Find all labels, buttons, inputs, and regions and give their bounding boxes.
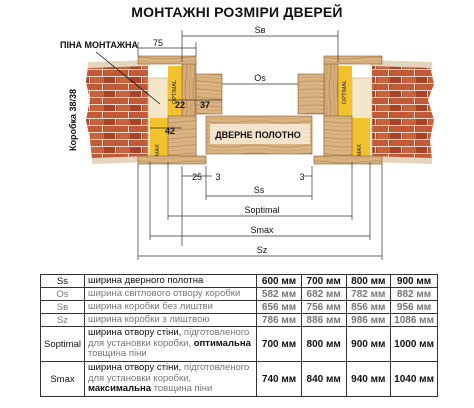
table-row: Ss ширина дверного полотна 600 мм 700 мм… xyxy=(40,274,438,288)
row-value: 786 мм xyxy=(256,313,302,327)
row-description: ширина коробки без лиштви xyxy=(83,300,258,314)
dimension-lines xyxy=(137,30,383,260)
dim-75: 75 xyxy=(153,38,163,48)
row-symbol: Os xyxy=(40,287,85,301)
left-max-zone xyxy=(150,118,168,162)
desc-emphasis: максимальна xyxy=(87,383,151,395)
table-row: Soptimal ширина отвору стіни, підготовле… xyxy=(40,326,438,362)
table-row: Sв ширина коробки без лиштви 656 мм 756 … xyxy=(40,300,438,314)
dim-os: Os xyxy=(254,73,266,83)
door-section-diagram: OPTIMAL MAX OPTIMAL MAX ДВЕРНЕ ПОЛОТНО К… xyxy=(60,25,434,260)
dim-42: 42 xyxy=(165,126,175,136)
desc-line-1: ширина отвору стіни, xyxy=(87,327,182,339)
dim-sv: Sв xyxy=(255,25,266,35)
left-optimal-zone xyxy=(168,66,182,116)
row-symbol: Ss xyxy=(40,274,85,288)
dim-22: 22 xyxy=(175,100,185,110)
page-title: МОНТАЖНІ РОЗМІРИ ДВЕРЕЙ xyxy=(131,4,343,20)
row-value: 1000 мм xyxy=(390,326,438,362)
foam-leader-line xyxy=(95,51,161,105)
row-description: ширина отвору стіни, підготовленого для … xyxy=(83,361,258,397)
row-value: 900 мм xyxy=(345,326,392,362)
box-label: Коробка 38/38 xyxy=(68,89,78,151)
table-row: Smax ширина отвору стіни, підготовленого… xyxy=(40,361,438,397)
dim-sz: Sz xyxy=(257,245,268,255)
row-value: 900 мм xyxy=(390,274,438,288)
desc-line-2: підготовленого для установки коробки, xyxy=(87,327,250,349)
dim-soptimal: Soptimal xyxy=(244,205,279,215)
row-value: 782 мм xyxy=(345,287,392,301)
row-value: 582 мм xyxy=(256,287,302,301)
dim-25: 25 xyxy=(192,172,202,182)
row-value: 756 мм xyxy=(300,300,347,314)
row-value: 940 мм xyxy=(345,361,392,397)
dim-37: 37 xyxy=(200,100,210,110)
row-value: 886 мм xyxy=(300,313,347,327)
row-value: 700 мм xyxy=(256,326,302,362)
dim-3-left: 3 xyxy=(215,172,220,182)
desc-line-1: ширина отвору стіни, xyxy=(87,362,182,374)
door-leaf xyxy=(205,115,313,155)
desc-line-4: товщина піни xyxy=(87,348,147,360)
row-value: 700 мм xyxy=(300,274,347,288)
dimension-labels: Sв 75 Os 22 37 42 25 3 3 Ss Soptimal Sma… xyxy=(153,25,305,255)
right-optimal-zone xyxy=(338,66,352,116)
row-value: 856 мм xyxy=(345,300,392,314)
row-value: 682 мм xyxy=(300,287,347,301)
row-symbol: Smax xyxy=(40,361,85,397)
row-value: 1040 мм xyxy=(390,361,438,397)
row-value: 1086 мм xyxy=(390,313,438,327)
row-value: 740 мм xyxy=(256,361,302,397)
table-row: Sz ширина коробки з лиштвою 786 мм 886 м… xyxy=(40,313,438,327)
right-max-zone xyxy=(352,118,370,162)
desc-line-2: підготовленого для установки коробки, xyxy=(87,362,250,384)
row-value: 840 мм xyxy=(300,361,347,397)
right-door-box xyxy=(297,55,383,165)
right-wall xyxy=(370,60,434,164)
left-max-tag: MAX xyxy=(155,144,161,156)
row-description: ширина дверного полотна xyxy=(83,274,258,288)
desc-line-4: товщина піни xyxy=(153,383,213,395)
row-value: 882 мм xyxy=(390,287,438,301)
right-max-tag: MAX xyxy=(357,144,363,156)
row-value: 986 мм xyxy=(345,313,392,327)
dim-smax: Smax xyxy=(250,225,274,235)
row-value: 656 мм xyxy=(256,300,302,314)
row-description: ширина коробки з лиштвою xyxy=(83,313,258,327)
right-optimal-tag: OPTIMAL xyxy=(342,80,348,104)
left-optimal-tag: OPTIMAL xyxy=(172,80,178,104)
table-row: Os ширина світлового отвору коробки 582 … xyxy=(40,287,438,301)
foam-label: ПІНА МОНТАЖНА xyxy=(60,40,139,50)
desc-emphasis: оптимальна xyxy=(193,337,251,349)
dim-3-right: 3 xyxy=(299,172,304,182)
row-description: ширина отвору стіни, підготовленого для … xyxy=(83,326,258,362)
sizes-table: Ss ширина дверного полотна 600 мм 700 мм… xyxy=(40,274,438,397)
dim-ss: Ss xyxy=(254,185,265,195)
row-symbol: Sz xyxy=(40,313,85,327)
door-leaf-label: ДВЕРНЕ ПОЛОТНО xyxy=(215,130,300,140)
row-value: 600 мм xyxy=(256,274,302,288)
left-wall xyxy=(86,60,150,164)
row-symbol: Soptimal xyxy=(40,326,85,362)
row-symbol: Sв xyxy=(40,300,85,314)
row-description: ширина світлового отвору коробки xyxy=(83,287,258,301)
row-value: 956 мм xyxy=(390,300,438,314)
left-door-box xyxy=(137,55,223,165)
row-value: 800 мм xyxy=(345,274,392,288)
row-value: 800 мм xyxy=(300,326,347,362)
